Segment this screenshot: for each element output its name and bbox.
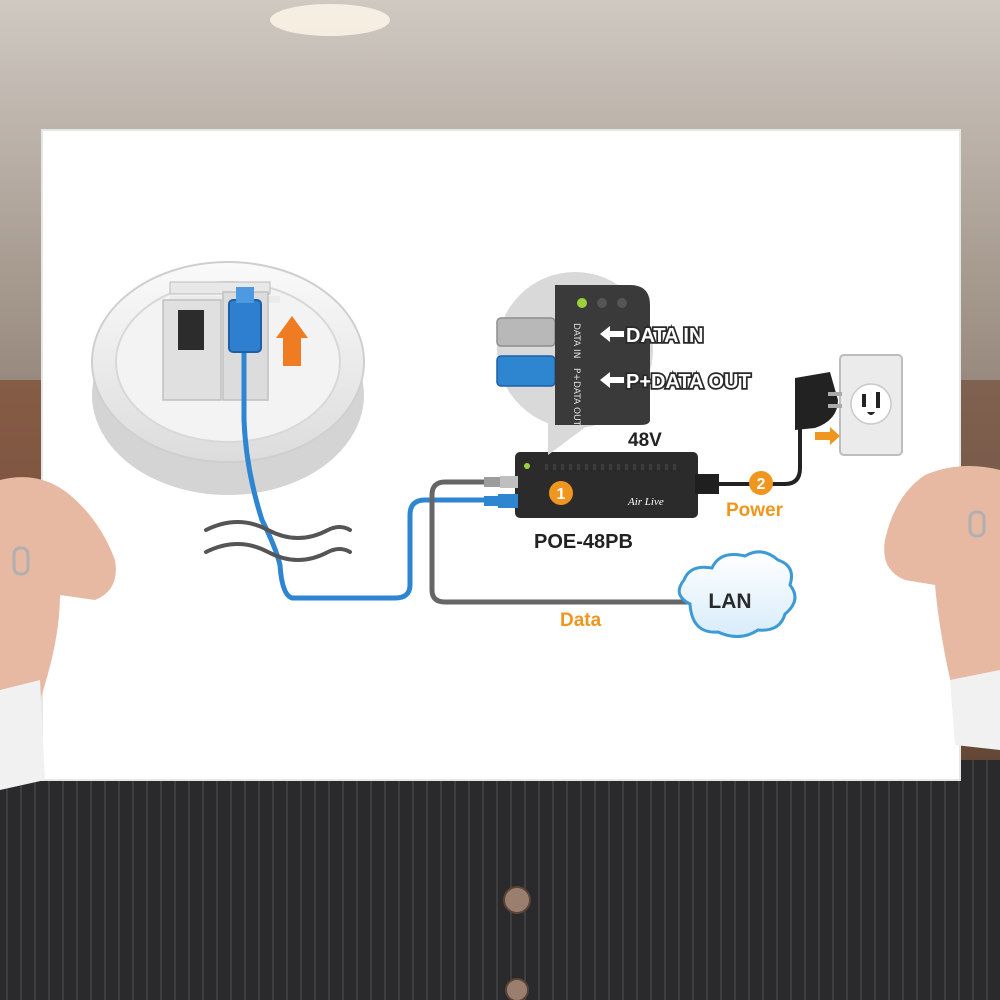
power-label: Power [726, 500, 784, 521]
data-label: Data [560, 610, 602, 631]
blue-ethernet-cable [241, 347, 515, 601]
port-label-pdata-out: P+DATA OUT [571, 368, 581, 427]
up-arrow-icon [276, 316, 308, 366]
right-arrow-icon [815, 427, 840, 445]
poe-injector [484, 452, 719, 518]
left-arrow-icon [600, 372, 624, 388]
brand-logo: Air Live [627, 496, 664, 508]
power-plug-icon [795, 372, 842, 430]
callout-data-in-label: DATA IN [626, 325, 703, 347]
gray-data-cable [429, 479, 693, 605]
left-hand [0, 477, 116, 790]
callout-pdata-out-label: P+DATA OUT [626, 371, 751, 393]
left-arrow-icon [600, 326, 624, 342]
cloud-icon [677, 550, 797, 638]
model-label: POE-48PB [534, 531, 633, 553]
cable-break-waves [204, 520, 352, 562]
port-label-data-in: DATA IN [571, 323, 581, 358]
power-cable [717, 418, 802, 486]
person-suit [0, 760, 1000, 1000]
ceiling-access-point [91, 261, 365, 495]
wall-outlet-icon [839, 354, 903, 456]
step-1-number: 1 [557, 486, 566, 503]
voltage-label: 48V [628, 430, 662, 451]
step-1-badge [549, 481, 573, 505]
rj45-plug-ap [228, 287, 262, 353]
right-hand [884, 466, 1000, 750]
cloud-label: LAN [708, 590, 751, 613]
zoom-callout [496, 272, 653, 455]
step-2-number: 2 [757, 476, 766, 493]
step-2-badge [749, 471, 773, 495]
